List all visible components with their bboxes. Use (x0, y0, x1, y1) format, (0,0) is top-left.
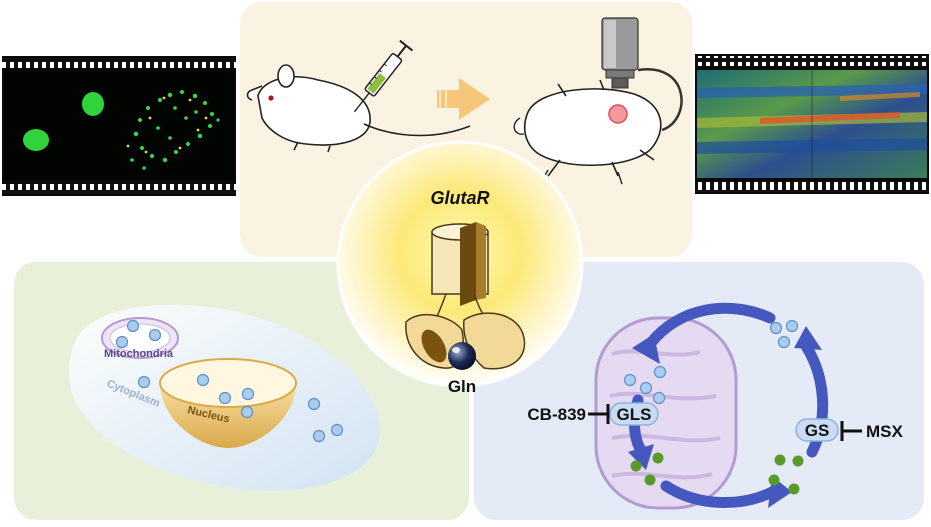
ligand-label: Gln (448, 377, 476, 396)
glutamine-molecule (448, 342, 476, 370)
gls-inhibitor-label: CB-839 (527, 405, 586, 424)
fluorescence-image (4, 72, 234, 180)
sensor-label: GlutaR (430, 188, 489, 208)
gls-label: GLS (617, 405, 652, 424)
film-strip-icon (2, 56, 236, 196)
gs-inhibitor-label: MSX (866, 422, 904, 441)
gs-label: GS (805, 421, 830, 440)
mitochondria-label: Mitochondria (104, 348, 174, 360)
film-strip-icon (695, 54, 929, 194)
